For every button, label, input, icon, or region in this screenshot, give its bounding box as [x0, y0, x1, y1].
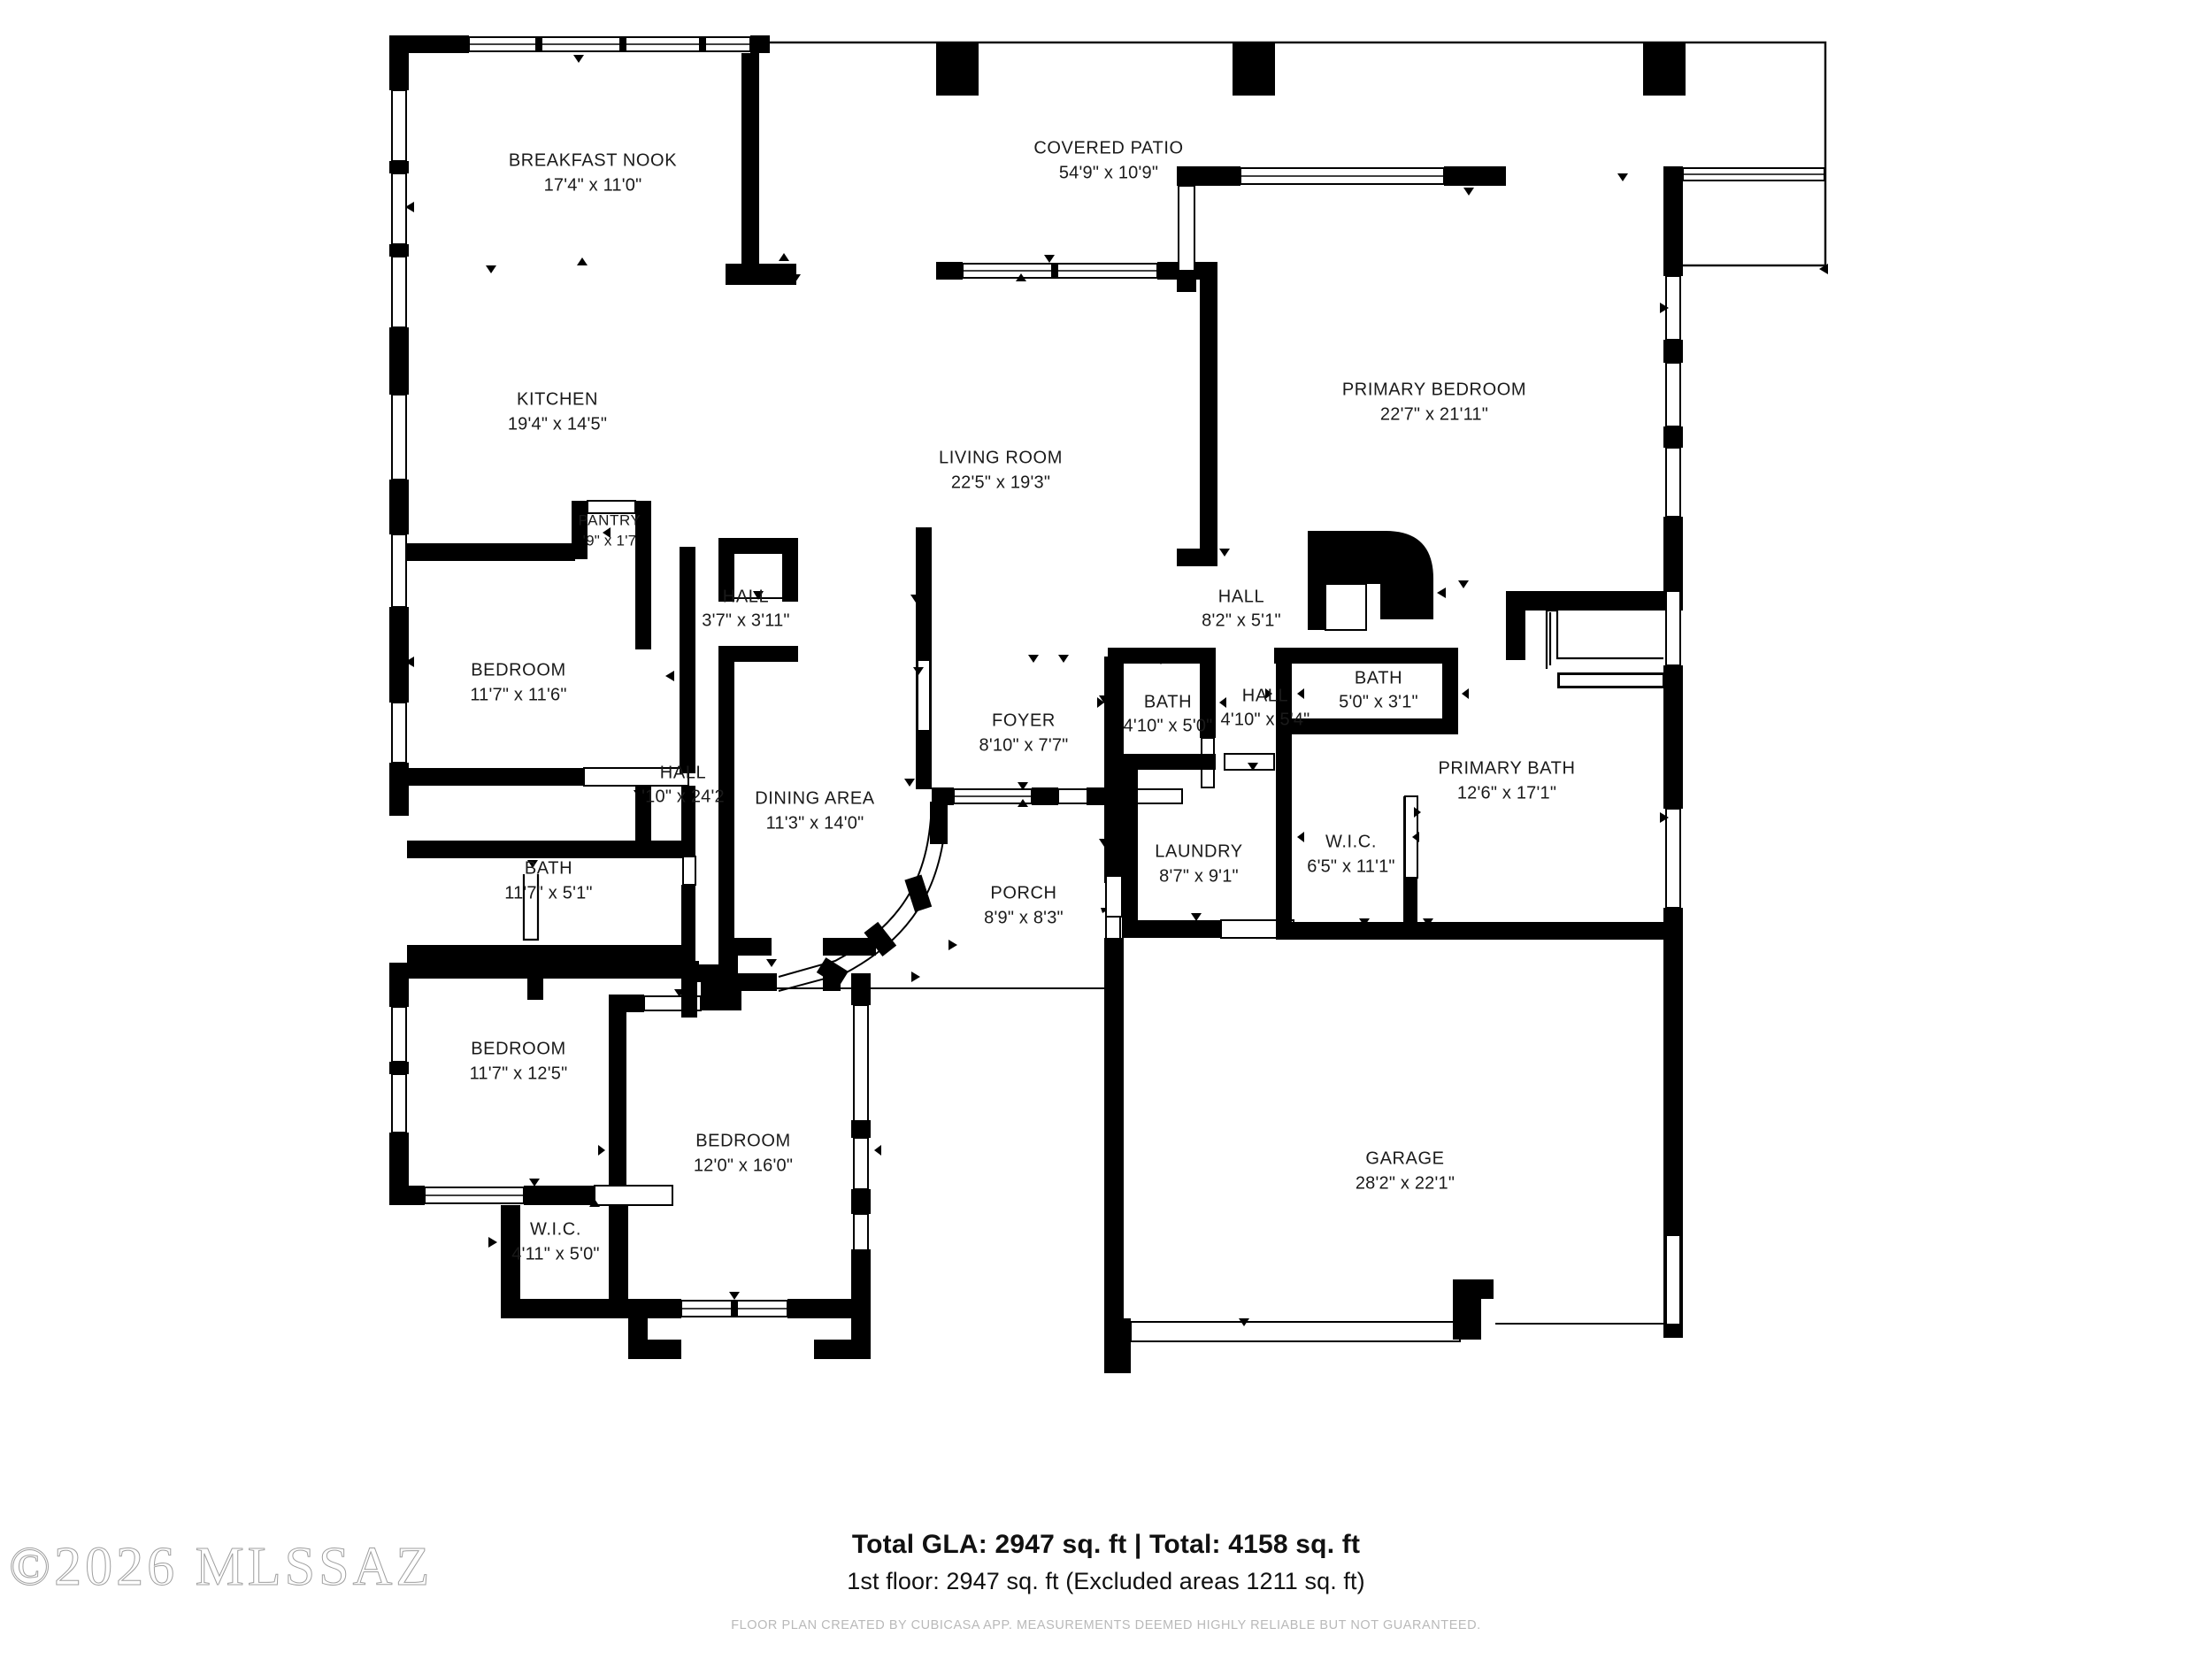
exterior-walls-northwest	[389, 35, 796, 816]
room-label-garage: GARAGE	[1365, 1148, 1444, 1168]
gla-summary: Total GLA: 2947 sq. ft | Total: 4158 sq.…	[851, 1530, 1361, 1559]
room-dim-bath-hall: 4'10" x 5'0"	[1124, 716, 1213, 735]
room-label-foyer: FOYER	[992, 710, 1056, 730]
center-service-walls	[1097, 648, 1683, 940]
room-dim-primary-bath: 12'6" x 17'1"	[1457, 783, 1556, 803]
kitchen-pantry-walls	[407, 500, 696, 964]
room-labels: BREAKFAST NOOK 17'4" x 11'0" KITCHEN 19'…	[470, 138, 1575, 1263]
room-label-pantry: PANTRY	[579, 511, 641, 528]
room-label-dining-area: DINING AREA	[755, 788, 875, 808]
room-dim-breakfast-nook: 17'4" x 11'0"	[544, 175, 642, 195]
room-label-kitchen: KITCHEN	[517, 389, 598, 409]
room-dim-hall-main: '10" x 24'2	[641, 787, 725, 806]
floor-summary: 1st floor: 2947 sq. ft (Excluded areas 1…	[847, 1568, 1365, 1594]
patio-pillars	[936, 42, 1686, 96]
disclaimer-text: FLOOR PLAN CREATED BY CUBICASA APP. MEAS…	[731, 1618, 1481, 1632]
room-dim-wic-primary: 6'5" x 11'1"	[1307, 856, 1394, 876]
bedroom-rear-walls	[389, 963, 881, 1359]
room-label-hall-kitchen: HALL	[723, 587, 769, 606]
camera-markers	[486, 173, 1628, 663]
room-label-laundry: LAUNDRY	[1155, 841, 1242, 861]
room-dim-pantry: '9" x 1'7	[583, 532, 637, 549]
room-label-primary-bedroom: PRIMARY BEDROOM	[1342, 380, 1526, 399]
room-label-primary-bath: PRIMARY BATH	[1438, 758, 1575, 778]
room-dim-porch: 8'9" x 8'3"	[984, 908, 1064, 927]
room-dim-wic-bedroom: 4'11" x 5'0"	[511, 1244, 599, 1263]
room-dim-bedroom-large: 12'0" x 16'0"	[694, 1156, 793, 1175]
misc-walls	[407, 961, 722, 1018]
room-label-covered-patio: COVERED PATIO	[1033, 138, 1183, 157]
room-dim-laundry: 8'7" x 9'1"	[1159, 866, 1239, 886]
room-label-bedroom-rear: BEDROOM	[471, 1039, 566, 1058]
room-label-hall-bath: HALL	[1242, 686, 1288, 705]
room-dim-primary-bedroom: 22'7" x 21'11"	[1380, 404, 1488, 424]
room-label-bath-primary-sm: BATH	[1355, 668, 1402, 687]
garage-walls	[1104, 938, 1683, 1373]
room-label-porch: PORCH	[990, 883, 1056, 902]
room-label-bedroom-front: BEDROOM	[471, 660, 566, 680]
room-dim-hall-bath: 4'10" x 5'4"	[1221, 710, 1310, 729]
hall-small-walls	[718, 538, 798, 602]
room-dim-living-room: 22'5" x 19'3"	[951, 472, 1050, 492]
room-dim-kitchen: 19'4" x 14'5"	[508, 414, 607, 434]
primary-bedroom-walls	[1177, 166, 1828, 927]
room-dim-hall-primary: 8'2" x 5'1"	[1202, 611, 1281, 630]
room-label-hall-main: HALL	[660, 763, 706, 782]
room-label-wic-primary: W.I.C.	[1325, 832, 1377, 851]
curved-wall-feature	[1308, 531, 1446, 631]
room-label-living-room: LIVING ROOM	[939, 448, 1063, 467]
room-dim-bedroom-front: 11'7" x 11'6"	[470, 685, 566, 704]
mls-watermark: ©2026 MLSSAZ	[8, 1537, 434, 1598]
room-dim-bath-primary-sm: 5'0" x 3'1"	[1339, 692, 1418, 711]
room-dim-garage: 28'2" x 22'1"	[1356, 1173, 1455, 1193]
room-dim-foyer: 8'10" x 7'7"	[979, 735, 1069, 755]
room-label-bath-left: BATH	[525, 858, 572, 878]
room-dim-dining-area: 11'3" x 14'0"	[766, 813, 864, 833]
living-room-walls	[910, 255, 1230, 642]
room-dim-bedroom-rear: 11'7" x 12'5"	[470, 1064, 568, 1083]
room-dim-bath-left: 11'7" x 5'1"	[504, 883, 592, 902]
floor-plan-footer: Total GLA: 2947 sq. ft | Total: 4158 sq.…	[0, 1530, 2212, 1632]
room-dim-hall-kitchen: 3'7" x 3'11"	[702, 611, 789, 630]
room-label-wic-bedroom: W.I.C.	[530, 1219, 581, 1239]
room-label-bedroom-large: BEDROOM	[695, 1131, 791, 1150]
room-dim-covered-patio: 54'9" x 10'9"	[1059, 163, 1158, 182]
room-label-breakfast-nook: BREAKFAST NOOK	[509, 150, 677, 170]
room-label-hall-primary: HALL	[1218, 587, 1264, 606]
room-label-bath-hall: BATH	[1144, 692, 1192, 711]
